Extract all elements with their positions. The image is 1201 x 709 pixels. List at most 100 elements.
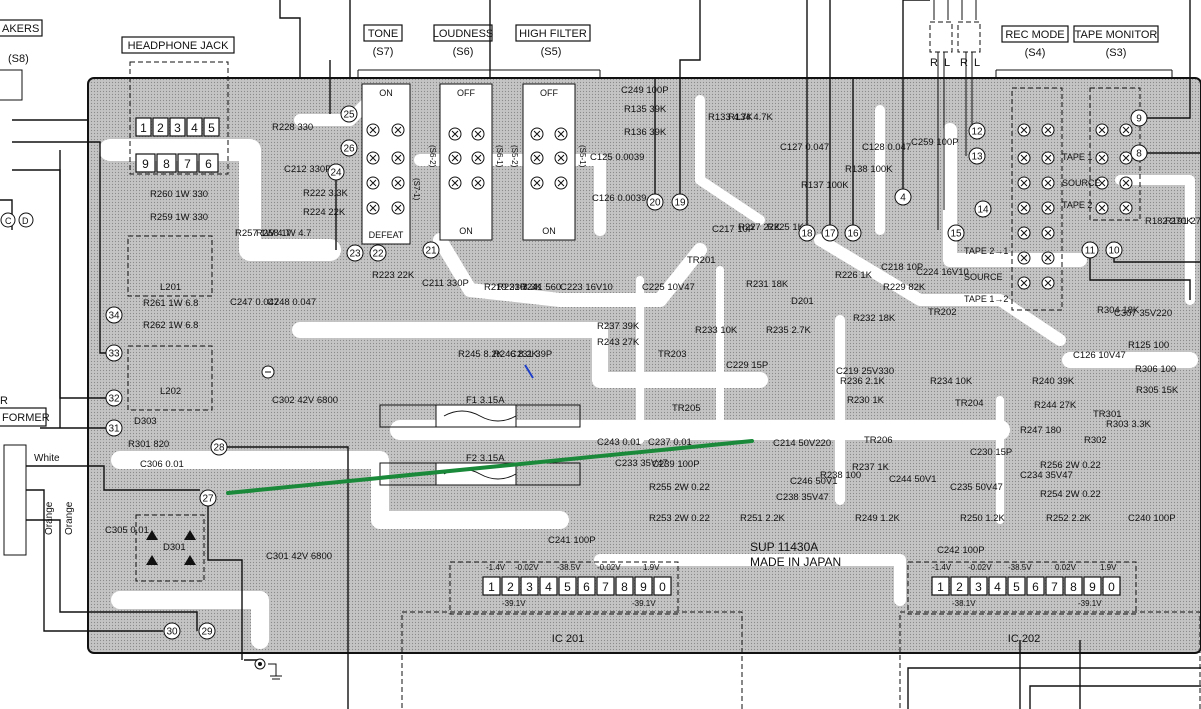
- component-label: R135 39K: [624, 104, 667, 115]
- component-label: R225 1K: [767, 222, 805, 233]
- switch-contact: [448, 176, 462, 190]
- svg-text:11: 11: [1085, 246, 1096, 257]
- headphone-pin-3: 3: [169, 117, 186, 137]
- svg-text:1.9V: 1.9V: [1100, 563, 1117, 572]
- switch-contact: [530, 127, 544, 141]
- switch-contact: [554, 151, 568, 165]
- svg-text:7: 7: [602, 580, 609, 594]
- wire-orange-2: Orange: [64, 501, 75, 535]
- component-label: R304 18K: [1097, 305, 1140, 316]
- component-label: R245 8.2K: [458, 349, 504, 360]
- ic201-pin-2: 2: [501, 576, 520, 596]
- component-label: R230 1K: [847, 395, 885, 406]
- component-label: R303 3.3K: [1106, 419, 1152, 430]
- ic201-pin-7: 7: [596, 576, 615, 596]
- terminal-30: 30: [163, 622, 181, 640]
- svg-text:-39.1V: -39.1V: [1078, 599, 1102, 608]
- svg-text:6: 6: [583, 580, 590, 594]
- component-label: C248 0.047: [267, 297, 316, 308]
- component-label: R133 4.7K: [708, 112, 754, 123]
- svg-text:6: 6: [205, 157, 212, 171]
- component-label: R223 22K: [372, 270, 415, 281]
- component-label: R252 2.2K: [1046, 513, 1092, 524]
- component-label: C246 50V1: [790, 476, 838, 487]
- terminal-18: 18: [798, 224, 816, 242]
- svg-text:(S6-2): (S6-2): [428, 145, 437, 168]
- board-made-in: MADE IN JAPAN: [750, 555, 841, 569]
- component-label: TR205: [672, 403, 701, 414]
- svg-text:10: 10: [1108, 246, 1120, 257]
- svg-text:R: R: [960, 57, 968, 69]
- component-label: C127 0.047: [780, 142, 829, 153]
- component-label: R241 560: [520, 282, 561, 293]
- component-label: R125 100: [1128, 340, 1169, 351]
- terminal-26: 26: [340, 139, 358, 157]
- diode-bridge: [146, 530, 196, 565]
- component-label: R235 2.7K: [766, 325, 812, 336]
- svg-text:7: 7: [184, 157, 191, 171]
- switch-s5: OFF ON (S5-2) (S5-1): [510, 83, 587, 241]
- component-label: C229 15P: [726, 360, 768, 371]
- ic201-pin-5: 5: [558, 576, 577, 596]
- svg-text:ON: ON: [379, 88, 393, 98]
- component-label: C217 10P: [712, 224, 754, 235]
- svg-text:8: 8: [163, 157, 170, 171]
- terminal-14: 14: [974, 200, 992, 218]
- terminal-28: 28: [210, 438, 228, 456]
- component-label: C305 0.01: [105, 525, 149, 536]
- component-label: C214 50V220: [773, 438, 831, 449]
- component-label: R244 27K: [1034, 400, 1077, 411]
- ic202-pin-9: 9: [1083, 576, 1102, 596]
- headphone-pin-6: 6: [198, 153, 219, 173]
- component-label: R233 10K: [695, 325, 738, 336]
- headphone-pin-2: 2: [152, 117, 169, 137]
- terminal-23: 23: [346, 244, 364, 262]
- high-filter-label: HIGH FILTER: [519, 28, 587, 40]
- wire-orange-1: Orange: [44, 501, 55, 535]
- component-label: R227 22K: [738, 222, 781, 233]
- ic202-pin-3: 3: [969, 576, 988, 596]
- switch-contact: [1017, 226, 1031, 240]
- svg-text:C: C: [5, 216, 12, 226]
- component-label: D201: [791, 296, 814, 307]
- component-label: R253 2W 0.22: [649, 513, 710, 524]
- component-label: C126 0.0039: [592, 193, 646, 204]
- terminal-12: 12: [968, 122, 986, 140]
- component-label: C225 10V47: [642, 282, 695, 293]
- svg-text:ON: ON: [542, 226, 556, 236]
- svg-text:20: 20: [649, 198, 661, 209]
- pcb-traces: [99, 84, 1198, 649]
- component-label: C212 330P: [284, 164, 332, 175]
- component-label: C238 35V47: [776, 492, 829, 503]
- component-label: C302 42V 6800: [272, 395, 338, 406]
- component-label: R249 1.2K: [855, 513, 901, 524]
- svg-text:32: 32: [108, 394, 120, 405]
- component-label: R219 330: [484, 282, 525, 293]
- ic201-pin-4: 4: [539, 576, 558, 596]
- component-label: C219 25V330: [836, 366, 894, 377]
- component-label: C223 16V10: [560, 282, 613, 293]
- component-label: R234 10K: [930, 376, 973, 387]
- switch-contact: [1017, 123, 1031, 137]
- headphone-pin-7: 7: [177, 153, 198, 173]
- svg-text:8: 8: [621, 580, 628, 594]
- component-label: TR301: [1093, 409, 1122, 420]
- switch-contact: [1095, 201, 1109, 215]
- component-label: C243 0.01: [597, 437, 641, 448]
- switch-contact: [1095, 176, 1109, 190]
- switch-contact: [530, 176, 544, 190]
- board-part-number: SUP 11430A: [750, 540, 818, 554]
- component-label: R229 82K: [883, 282, 926, 293]
- component-label: R260 1W 330: [150, 189, 208, 200]
- component-label: R221 3.3K: [497, 282, 543, 293]
- component-label: C240 100P: [1128, 513, 1176, 524]
- component-label: D303: [134, 416, 157, 427]
- svg-text:OFF: OFF: [457, 88, 475, 98]
- svg-text:14: 14: [977, 205, 989, 216]
- component-label: C259 100P: [911, 137, 959, 148]
- svg-text:9: 9: [1136, 114, 1142, 125]
- switch-contact: [366, 176, 380, 190]
- svg-text:-38.1V: -38.1V: [952, 599, 976, 608]
- svg-text:9: 9: [142, 157, 149, 171]
